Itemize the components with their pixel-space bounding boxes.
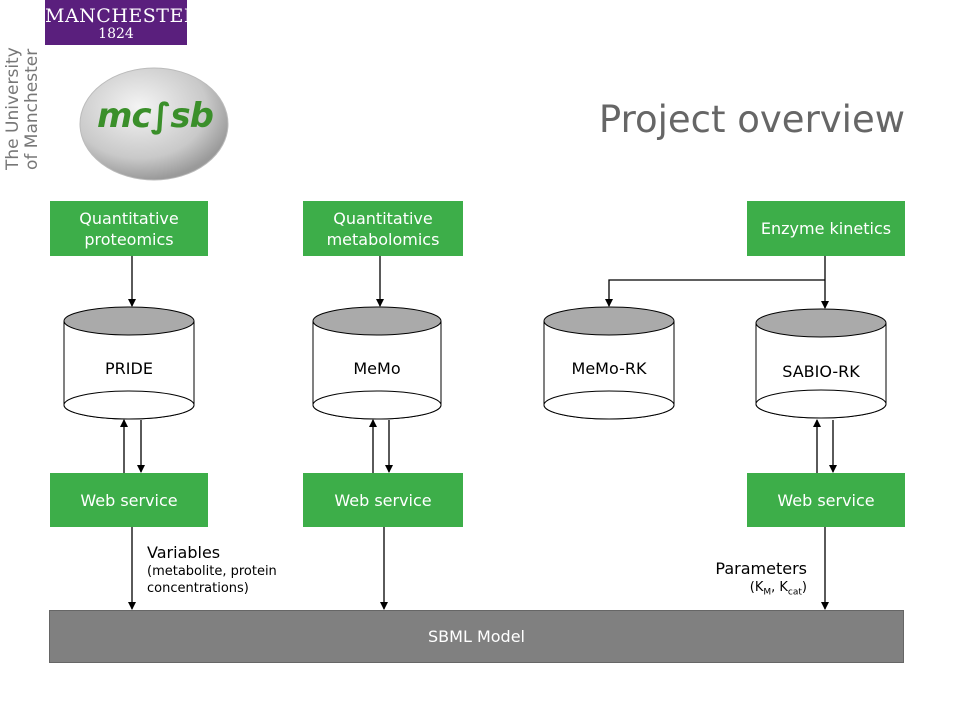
annotation-variables: Variables (metabolite, protein concentra…	[147, 543, 347, 597]
web-service-sabio: Web service	[747, 473, 905, 527]
db-label-sabio-rk: SABIO-RK	[782, 362, 860, 381]
box-quantitative-metabolomics: Quantitative metabolomics	[303, 201, 463, 256]
db-cylinder-pride	[63, 306, 195, 420]
university-vertical-line-1: The University	[3, 47, 23, 170]
web-service-pride-label: Web service	[80, 490, 178, 510]
annotation-parameters: Parameters (KM, Kcat)	[660, 559, 807, 602]
annotation-variables-detail-2: concentrations)	[147, 581, 249, 596]
box-enzyme-kinetics-label: Enzyme kinetics	[760, 219, 892, 238]
arrow-enzyme-to-memo-rk	[605, 279, 825, 307]
mcsb-logo-text: mc∫sb	[97, 96, 214, 136]
db-cylinder-memo-rk	[543, 306, 675, 420]
university-logo-year: 1824	[98, 26, 134, 42]
db-cylinder-memo	[312, 306, 442, 420]
university-logo-name: MANCHESTER	[45, 5, 199, 27]
db-label-memo: MeMo	[353, 359, 401, 378]
box-quantitative-metabolomics-label: Quantitative metabolomics	[326, 208, 440, 249]
annotation-variables-title: Variables	[147, 543, 221, 562]
box-enzyme-kinetics: Enzyme kinetics	[747, 201, 905, 256]
web-service-memo: Web service	[303, 473, 463, 527]
sbml-model-label: SBML Model	[428, 627, 525, 646]
mcsb-logo-icon	[79, 67, 229, 181]
university-logo: MANCHESTER 1824	[45, 0, 199, 45]
web-service-pride: Web service	[50, 473, 208, 527]
db-label-memo-rk: MeMo-RK	[571, 359, 647, 378]
page-title: Project overview	[598, 98, 905, 141]
db-label-pride: PRIDE	[105, 359, 153, 378]
university-vertical-wordmark: The University of Manchester	[3, 45, 49, 170]
annotation-variables-detail-1: (metabolite, protein	[147, 564, 277, 579]
web-service-sabio-label: Web service	[777, 490, 875, 510]
db-cylinder-sabio-rk	[755, 308, 887, 419]
sbml-model-box: SBML Model	[49, 610, 904, 663]
box-quantitative-proteomics-label: Quantitative proteomics	[79, 208, 179, 249]
web-service-memo-label: Web service	[334, 490, 432, 510]
annotation-parameters-title: Parameters	[715, 559, 807, 578]
annotation-parameters-detail: (KM, Kcat)	[749, 580, 807, 598]
box-quantitative-proteomics: Quantitative proteomics	[50, 201, 208, 256]
university-vertical-line-2: of Manchester	[22, 48, 42, 170]
